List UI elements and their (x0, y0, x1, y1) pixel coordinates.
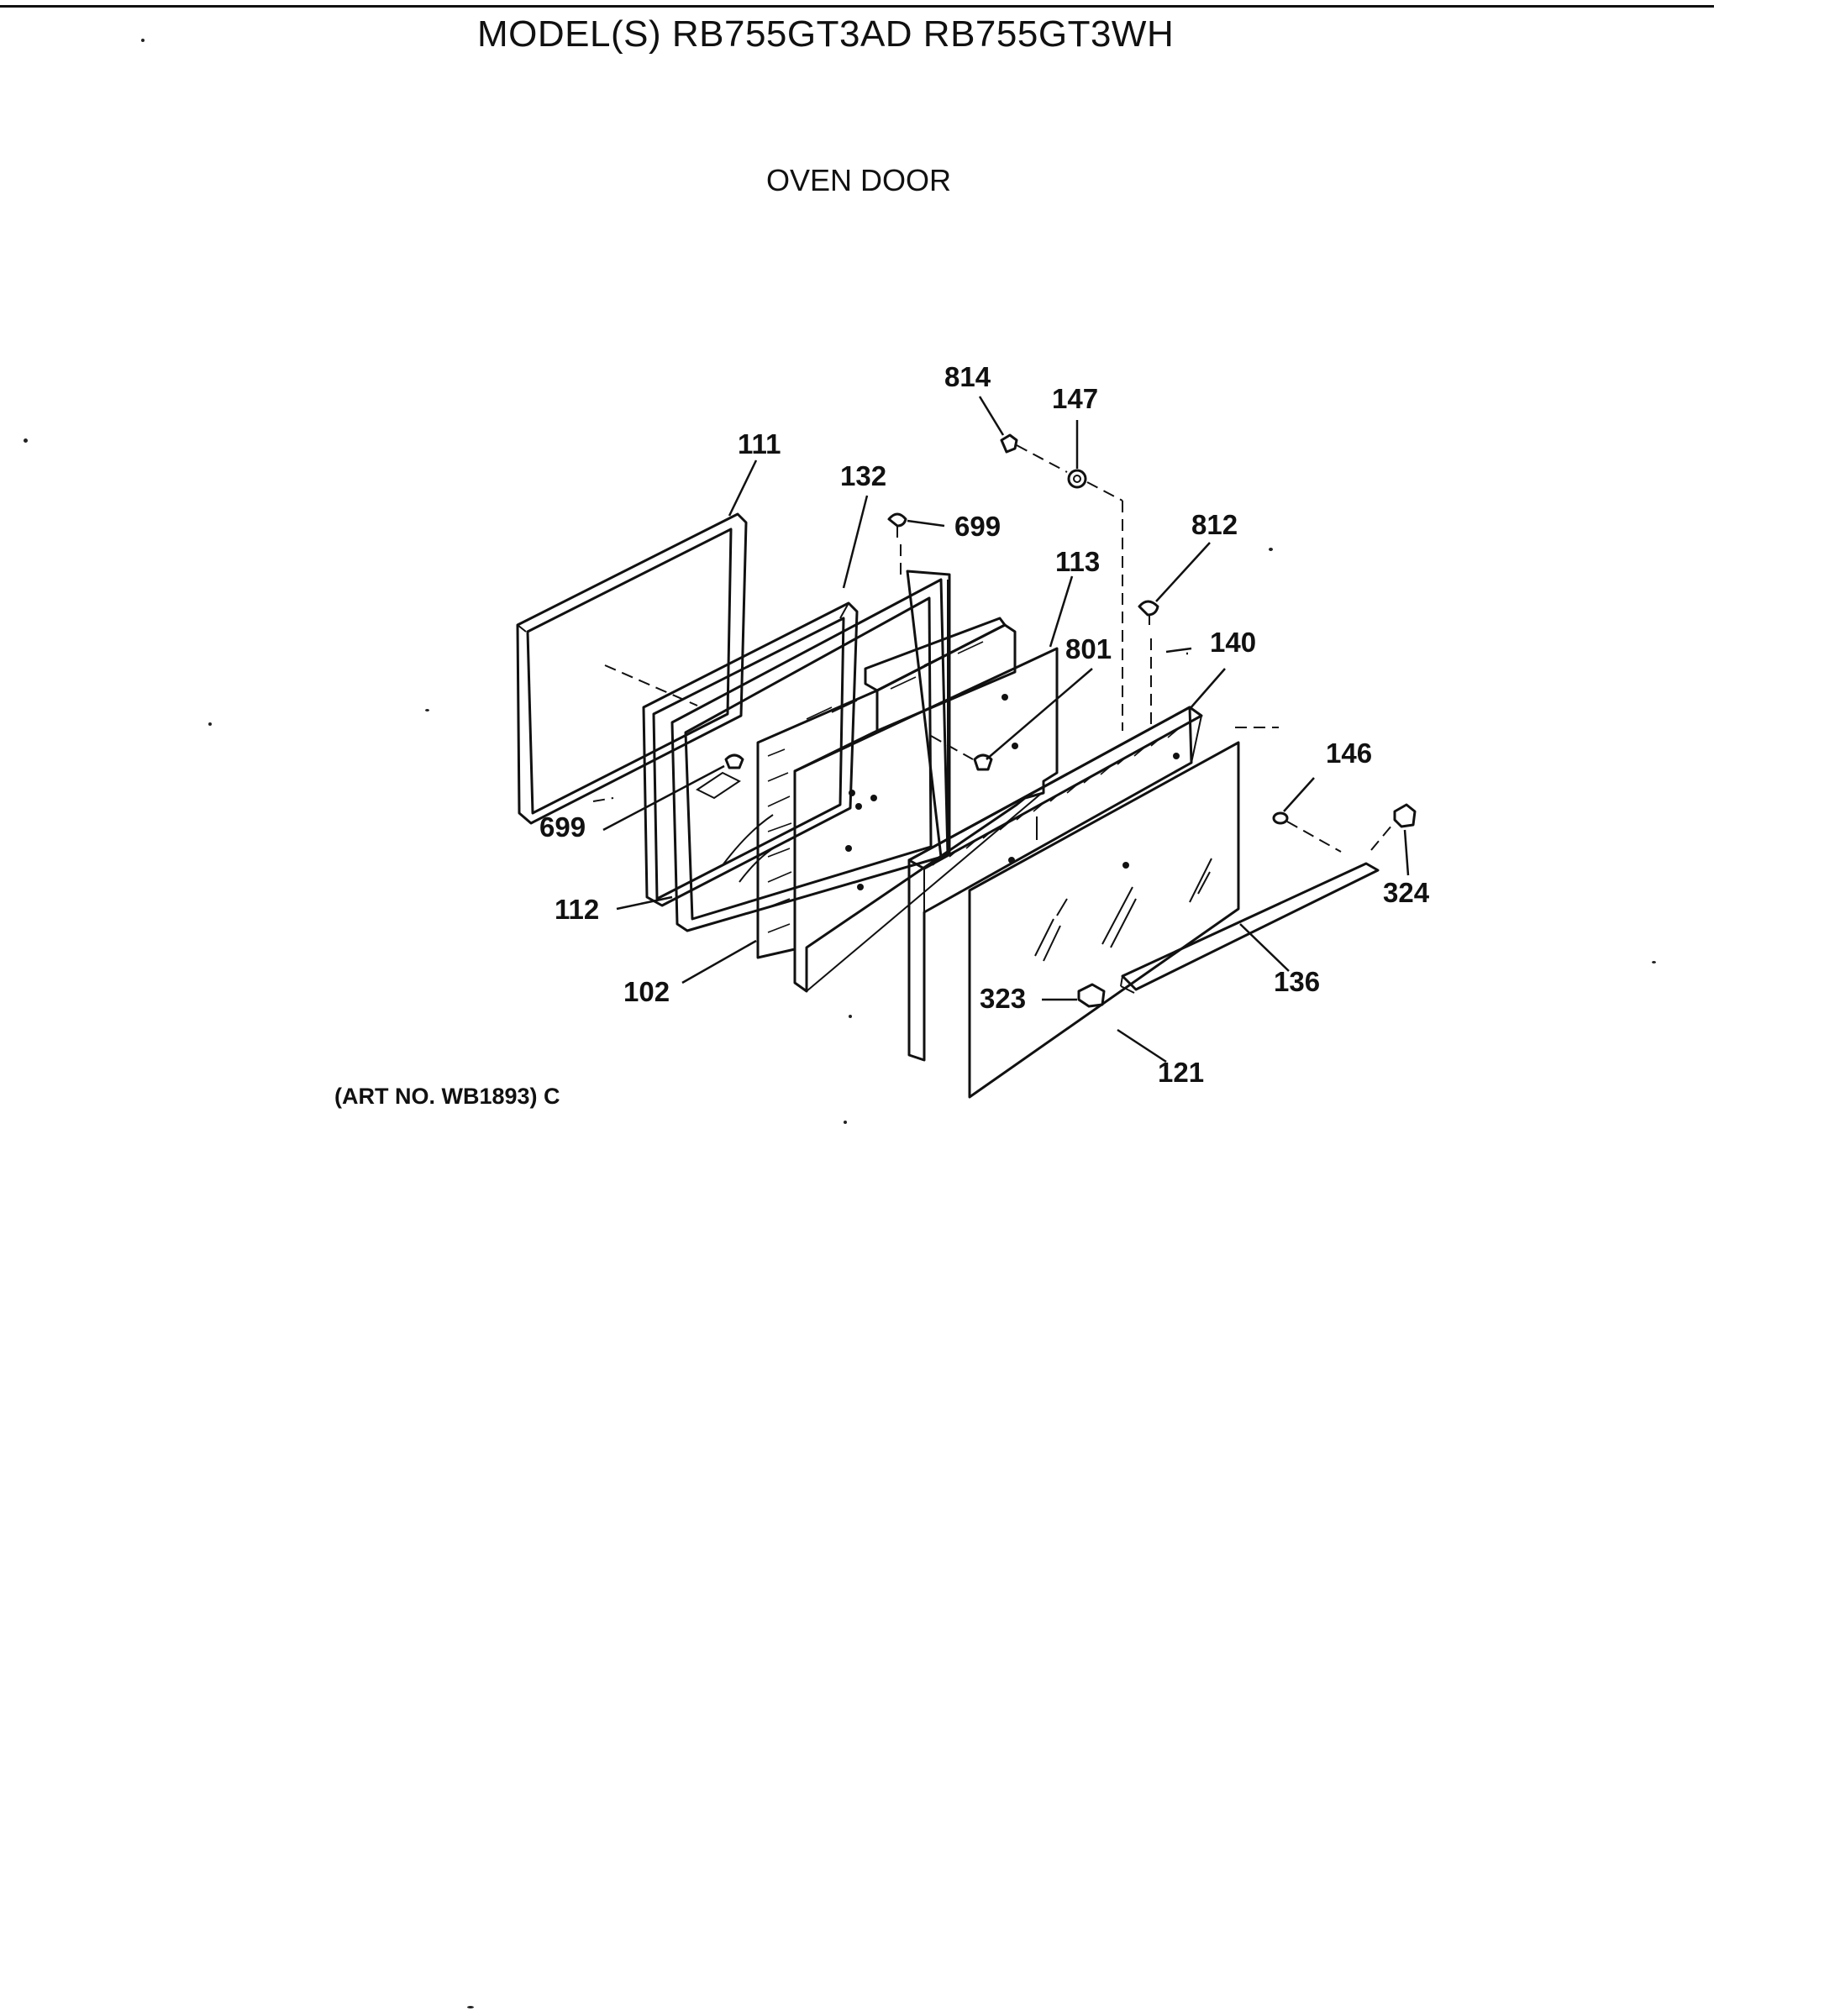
callout-132: 132 (840, 460, 886, 491)
part-812-screw (1138, 600, 1159, 625)
callout-136: 136 (1274, 966, 1320, 997)
assembly-lines (592, 444, 1397, 853)
part-699-screw-top (887, 512, 907, 538)
scan-speck (425, 709, 429, 711)
callout-102: 102 (623, 976, 670, 1007)
part-136-handle (1120, 862, 1380, 994)
callout-699-top: 699 (954, 511, 1001, 542)
part-112-inner-liner (642, 570, 951, 932)
part-323-endcap (1077, 983, 1106, 1008)
part-111-gasket (516, 512, 748, 825)
callout-324: 324 (1383, 877, 1430, 908)
callout-112: 112 (555, 894, 599, 925)
part-121-glass (968, 741, 1240, 1099)
scan-speck (844, 1121, 847, 1124)
part-102-insulation (756, 617, 1017, 959)
part-801-screw (973, 753, 993, 771)
section-title: OVEN DOOR (766, 163, 952, 197)
scan-speck (24, 438, 28, 443)
callout-146: 146 (1326, 738, 1372, 769)
callout-140: 140 (1210, 627, 1256, 658)
callout-323: 323 (980, 983, 1026, 1014)
art-number: (ART NO. WB1893) C (334, 1084, 560, 1109)
part-132-frame (839, 580, 949, 853)
model-title: MODEL(S) RB755GT3AD RB755GT3WH (477, 13, 1175, 55)
part-324-endcap (1393, 803, 1417, 828)
scan-speck (141, 39, 145, 42)
scan-speck (208, 722, 212, 726)
part-140-outer-frame (907, 706, 1203, 1062)
callout-121: 121 (1158, 1057, 1204, 1088)
callout-699-left: 699 (539, 811, 586, 843)
callout-801: 801 (1065, 633, 1112, 664)
scan-speck (849, 1015, 852, 1018)
part-146-spacer (1272, 811, 1289, 825)
scan-speck (467, 2006, 474, 2008)
callout-812: 812 (1191, 509, 1238, 540)
part-814-screw (1000, 433, 1018, 454)
callout-814: 814 (944, 361, 991, 392)
scan-speck (1269, 548, 1273, 551)
callout-147: 147 (1052, 383, 1098, 414)
scan-speck (1652, 961, 1656, 963)
header-rule (0, 5, 1714, 8)
part-147-washer (1067, 469, 1087, 489)
callout-113: 113 (1055, 546, 1100, 577)
leader-lines (602, 396, 1410, 1063)
part-699-screw-left (724, 753, 744, 769)
callout-111: 111 (738, 428, 781, 459)
